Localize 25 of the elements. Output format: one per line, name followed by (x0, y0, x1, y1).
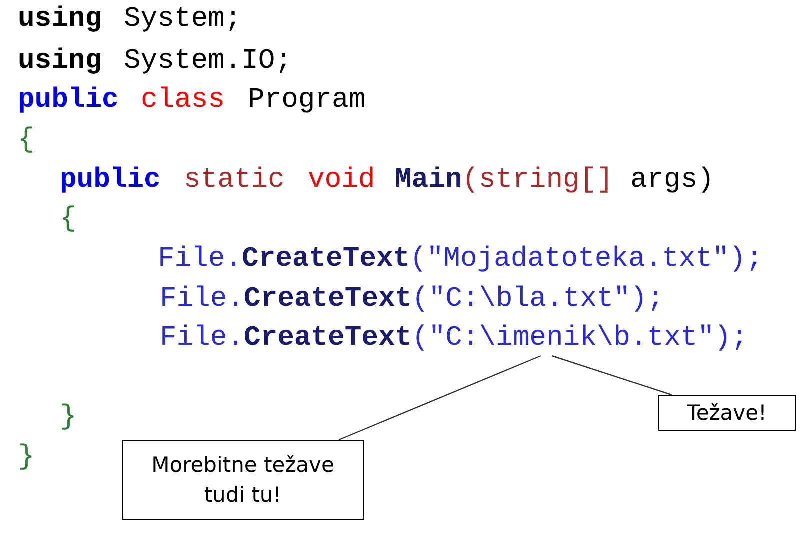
callout-box (658, 395, 796, 431)
leader-line (338, 355, 542, 441)
code-text: args) (630, 164, 714, 198)
code-text: File.CreateText("C:\imenik\b.txt"); (160, 322, 748, 356)
code-text: System.IO; (124, 45, 292, 79)
code-text: using (18, 45, 102, 79)
code-text: static (184, 164, 285, 198)
code-text: } (18, 441, 35, 475)
code-text: System; (124, 3, 242, 37)
code-text: File.CreateText("C:\bla.txt"); (160, 283, 664, 317)
code-text: Program (248, 84, 366, 118)
code-text: using (18, 3, 102, 37)
callout-text: Težave! (687, 400, 767, 427)
code-text: class (141, 84, 226, 118)
code-text: Main(string[] (395, 164, 614, 198)
code-text: public (18, 84, 119, 118)
leader-line (552, 355, 672, 396)
callout-box (122, 440, 364, 520)
code-text: void (308, 164, 376, 198)
code-text: { (18, 124, 35, 158)
code-text: File.CreateText("Mojadatoteka.txt"); (158, 243, 763, 277)
code-text: } (60, 401, 77, 435)
code-text: public (60, 164, 161, 198)
callout-text: Morebitne težave tudi tu! (150, 452, 336, 509)
code-text: { (60, 203, 77, 237)
